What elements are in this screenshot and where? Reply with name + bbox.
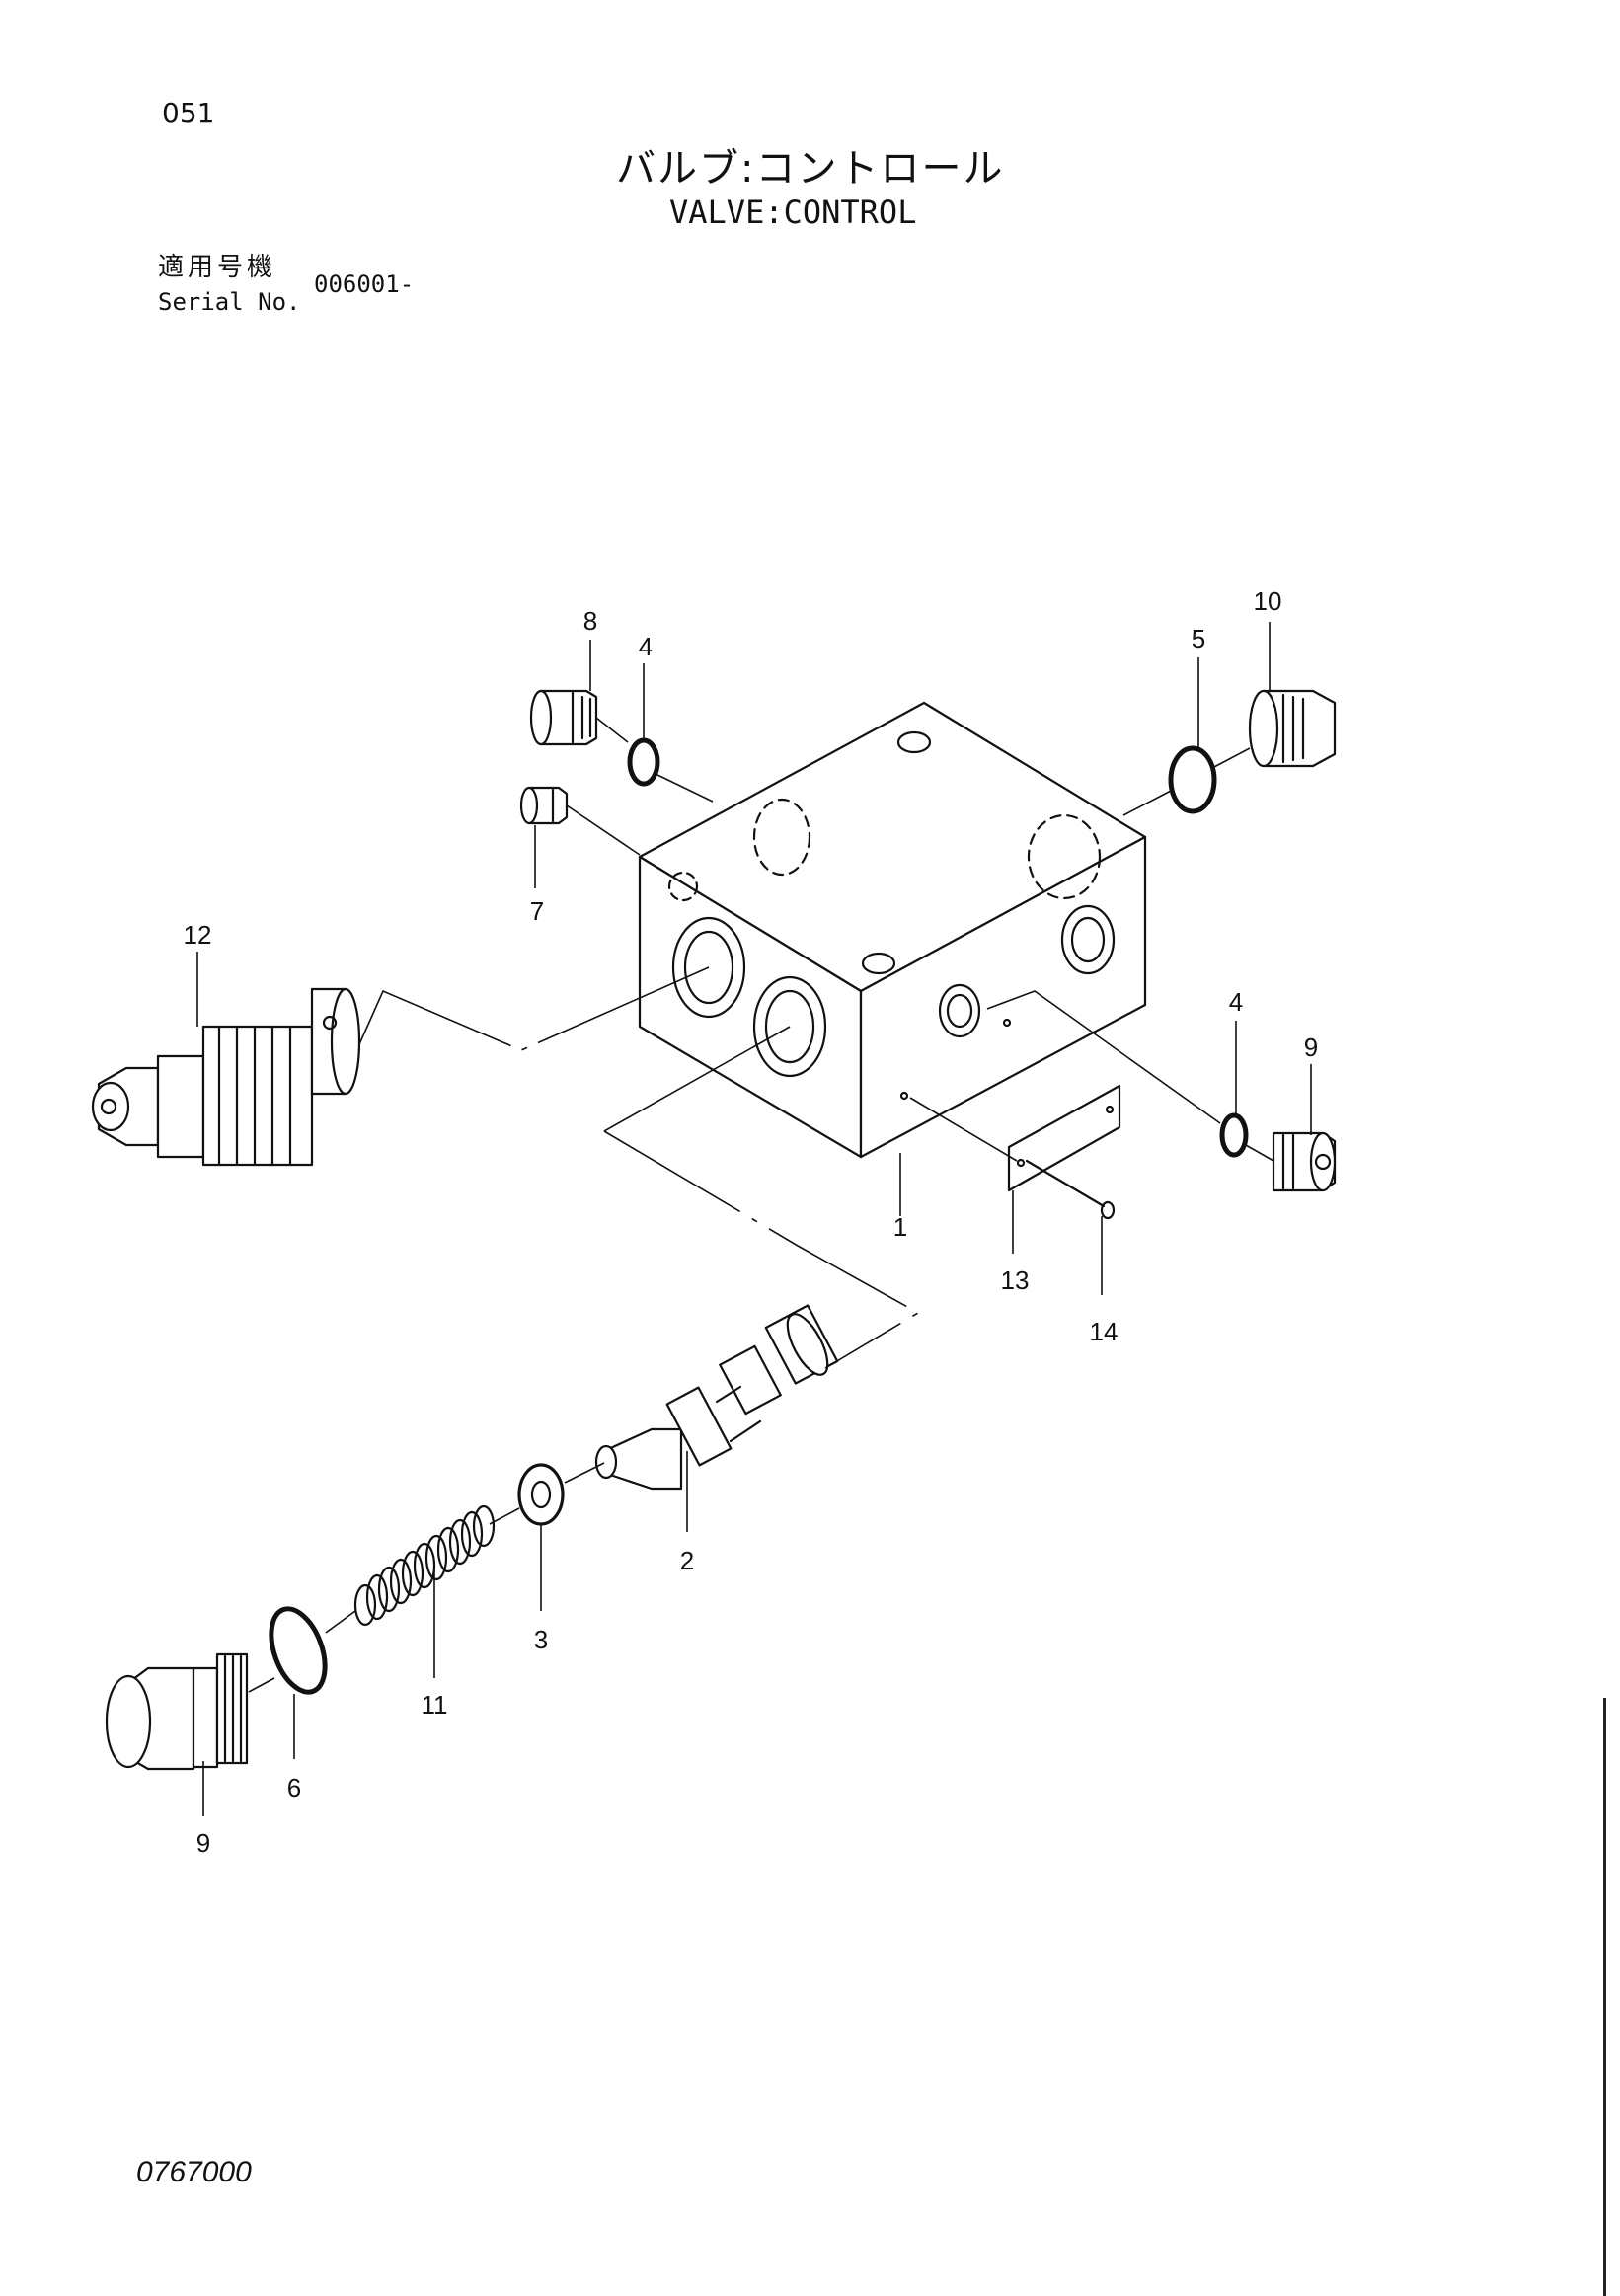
rivet-part: [1025, 1159, 1116, 1220]
callout-9-lower: 9: [1304, 1033, 1318, 1062]
callout-8: 7: [530, 896, 544, 926]
assembly-lines: [196, 622, 1312, 1816]
o-ring-part-lower: [1219, 1112, 1249, 1158]
callout-9-upper: 8: [583, 606, 597, 636]
plug-part-lower: [1272, 1131, 1337, 1192]
callout-14: 14: [1090, 1317, 1119, 1346]
callout-2: 2: [680, 1546, 694, 1575]
callout-3: 3: [534, 1625, 548, 1654]
plug-part-large: [1248, 689, 1337, 768]
plug-part-upper: [529, 689, 598, 746]
callout-4-lower: 4: [1229, 987, 1243, 1017]
title-japanese: バルブ:コントロール: [616, 146, 1005, 191]
callout-7: 9: [196, 1828, 210, 1858]
serial-label-english: Serial No.: [158, 288, 301, 316]
o-ring-part-plug: [269, 1606, 328, 1695]
callout-4-upper: 4: [639, 632, 653, 661]
spool-part: [594, 1304, 839, 1491]
title-english: VALVE:CONTROL: [669, 193, 917, 231]
serial-number-value: 006001-: [314, 270, 415, 298]
callout-1: 1: [893, 1212, 907, 1242]
serial-label-japanese: 適用号機: [158, 253, 277, 282]
callout-6: 6: [287, 1773, 301, 1802]
valve-body-part: [638, 701, 1147, 1159]
spring-part: [353, 1504, 496, 1627]
small-plug-part: [519, 786, 569, 825]
callout-12: 12: [184, 920, 212, 950]
relief-valve-cartridge-part: [91, 987, 361, 1167]
hex-plug-part: [105, 1652, 249, 1771]
scan-edge-line: [1603, 1698, 1606, 2296]
document-code: 0767000: [136, 2156, 252, 2188]
washer-part: [517, 1463, 565, 1526]
page-number: 051: [162, 97, 215, 129]
callout-11: 11: [422, 1690, 448, 1720]
o-ring-part-upper: [627, 737, 660, 787]
callout-5: 5: [1192, 624, 1205, 653]
o-ring-part-large: [1168, 745, 1217, 814]
callout-13: 13: [1001, 1265, 1030, 1295]
name-plate-part: [1007, 1084, 1121, 1192]
callout-10: 10: [1254, 586, 1282, 616]
callout-labels: 8 4 5 10 7 12 4 9 1 13 14 2 3 11 6 9: [184, 586, 1319, 1858]
